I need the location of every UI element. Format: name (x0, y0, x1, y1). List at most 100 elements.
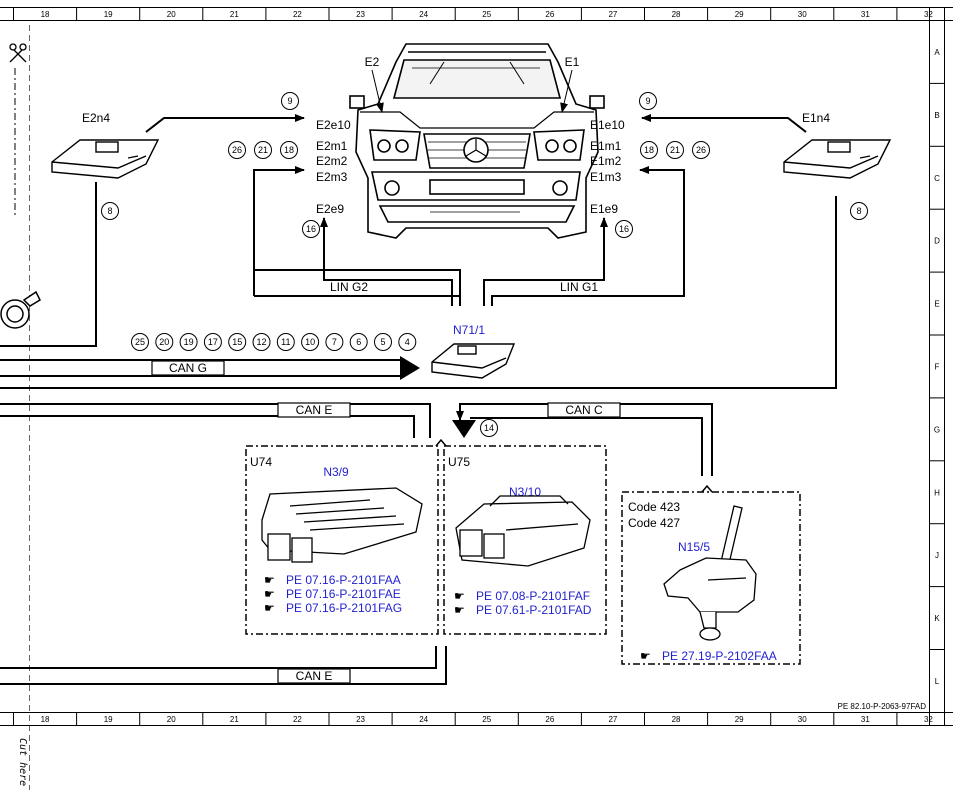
reference-number: 12 (256, 337, 266, 347)
e1-pointer (560, 69, 573, 113)
doc-ref-link[interactable]: PE 07.16-P-2101FAG (286, 601, 402, 615)
e2n4-label: E2n4 (82, 111, 110, 125)
reference-circle: 16 (615, 220, 633, 238)
e2n4-module-icon (51, 139, 160, 179)
n3-9-label: N3/9 (323, 465, 349, 479)
reference-circle-outline (280, 141, 298, 159)
lamp-label: E1m1 (590, 139, 622, 153)
reference-circle-outline (480, 419, 498, 437)
can-c-label: CAN C (565, 403, 603, 417)
column-label: 23 (356, 10, 365, 19)
n71-module-icon (431, 343, 516, 379)
reference-circle: 11 (276, 333, 295, 351)
can-e-label-lower: CAN E (296, 669, 333, 683)
pointer-hand-icon: ☛ (640, 649, 651, 663)
reference-number: 4 (405, 337, 410, 347)
reference-circle: 12 (252, 333, 271, 351)
row-label: L (935, 677, 940, 686)
doc-ref-link[interactable]: PE 07.61-P-2101FAD (476, 603, 592, 617)
u75-box: U75 N3/10 ☛ PE 07.08-P-2101FAF ☛ PE 07.6… (443, 445, 607, 635)
code-label: Code 427 (628, 516, 680, 530)
reference-number: 11 (281, 337, 290, 347)
lamp-label: E2m3 (316, 170, 348, 184)
n15-5-label: N15/5 (678, 540, 710, 554)
column-label: 19 (104, 715, 113, 724)
reference-circle-outline (615, 220, 633, 238)
reference-number: 17 (208, 337, 218, 347)
column-label: 19 (104, 10, 113, 19)
n3-9-ecu-icon (261, 487, 423, 563)
row-label: D (934, 237, 940, 246)
reference-circle-outline (101, 202, 119, 220)
pointer-hand-icon: ☛ (454, 603, 465, 617)
lamp-label: E2e9 (316, 202, 344, 216)
reference-circle-outline (155, 333, 174, 351)
left-lamp-labels: E2e10 E2m1 E2m2 E2m3 E2e9 (316, 118, 351, 216)
cut-here-label: Cut here (17, 738, 28, 786)
can-c-tag (547, 402, 621, 418)
can-g-bus: CAN G (12, 356, 420, 380)
reference-number: 25 (135, 337, 145, 347)
code-label: Code 423 (628, 500, 680, 514)
doc-ref-link[interactable]: PE 07.16-P-2101FAA (286, 573, 401, 587)
lamp-label: E1m2 (590, 154, 622, 168)
column-label: 25 (482, 715, 491, 724)
column-label: 28 (672, 715, 681, 724)
junction-markers (435, 438, 713, 493)
doc-ref-link[interactable]: PE 27.19-P-2102FAA (662, 649, 777, 663)
column-label: 31 (861, 715, 870, 724)
e1n4-label: E1n4 (802, 111, 830, 125)
e1n4-module-icon (783, 139, 892, 179)
column-label: 31 (861, 10, 870, 19)
column-label: 28 (672, 10, 681, 19)
can-g-label: CAN G (169, 361, 207, 375)
reference-circle-outline (692, 141, 710, 159)
column-label: 18 (41, 10, 50, 19)
column-label: 22 (293, 715, 302, 724)
row-label: J (935, 551, 939, 560)
reference-circle-outline (398, 333, 417, 351)
lamp-label: E2e10 (316, 118, 351, 132)
reference-circle-outline (281, 92, 299, 110)
reference-circle-outline (203, 333, 222, 351)
reference-circle: 19 (179, 333, 198, 351)
reference-circle: 5 (374, 333, 392, 351)
reference-circle-outline (276, 333, 295, 351)
column-label: 30 (798, 715, 807, 724)
can-e-tag (277, 668, 351, 684)
reference-circle-outline (639, 92, 657, 110)
cut-line: Cut here (9, 25, 30, 790)
column-label: 20 (167, 715, 176, 724)
doc-ref-link[interactable]: PE 07.08-P-2101FAF (476, 589, 590, 603)
lin-g2-label: LIN G2 (330, 280, 368, 294)
reference-number: 8 (856, 206, 861, 216)
reference-circle-outline (179, 333, 198, 351)
e2-pointer (371, 69, 384, 113)
scissors-icon (9, 43, 27, 63)
pointer-hand-icon: ☛ (454, 589, 465, 603)
reference-circle: 9 (281, 92, 299, 110)
reference-circle: 18 (280, 141, 298, 159)
lamp-label: E2m1 (316, 139, 348, 153)
reference-circle: 10 (301, 333, 320, 351)
can-e-tag (277, 402, 351, 418)
can-c-arrowhead (452, 420, 476, 438)
reference-number: 6 (356, 337, 361, 347)
reference-circle: 15 (228, 333, 247, 351)
reference-circle-outline (349, 333, 368, 351)
column-label: 29 (735, 715, 744, 724)
reference-circle: 25 (131, 333, 149, 351)
u74-label: U74 (250, 455, 272, 469)
reference-number: 18 (644, 145, 654, 155)
reference-circle: 6 (349, 333, 368, 351)
u74-box: U74 N3/9 ☛ PE 07.16-P-2101FAA ☛ PE 07.16… (245, 445, 439, 635)
column-label: 26 (545, 715, 554, 724)
doc-ref-link[interactable]: PE 07.16-P-2101FAE (286, 587, 401, 601)
pointer-hand-icon: ☛ (264, 601, 275, 615)
reference-circle: 8 (101, 202, 119, 220)
lamp-label: E2m2 (316, 154, 348, 168)
row-ticks (929, 82, 944, 650)
